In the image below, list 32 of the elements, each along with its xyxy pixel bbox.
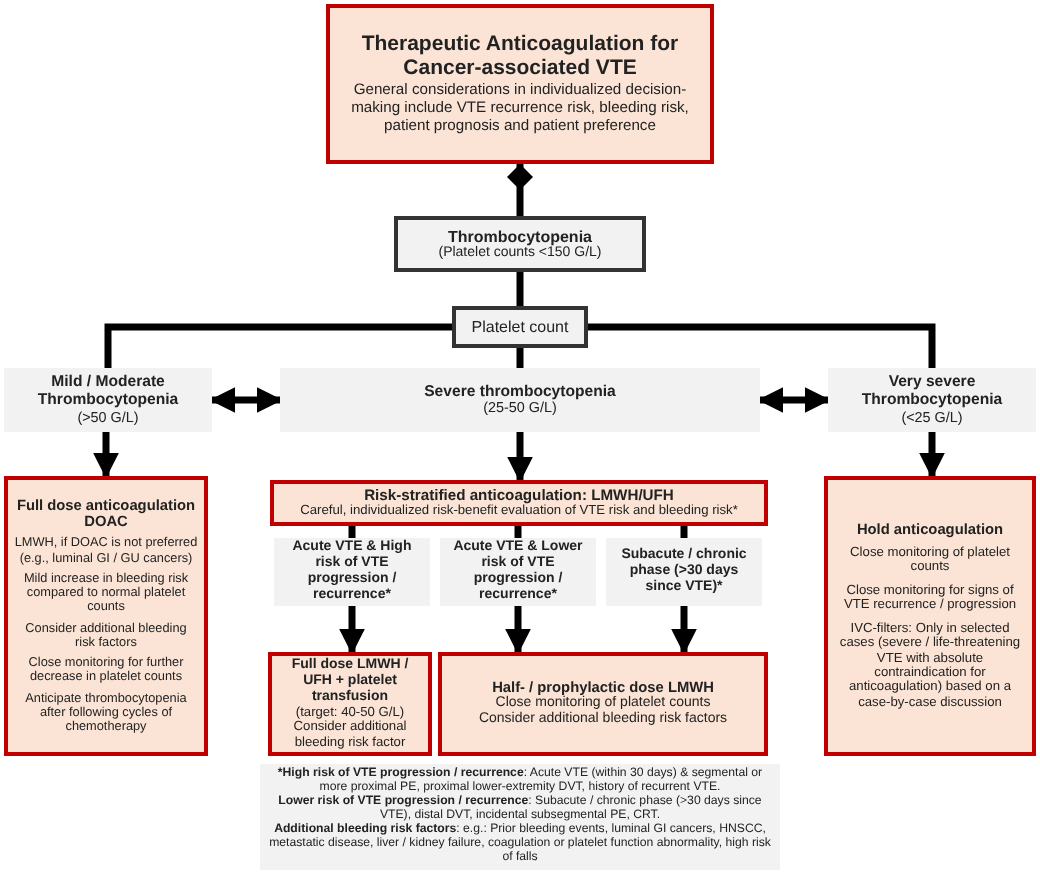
recommendation-box — [438, 652, 768, 756]
category-box — [280, 368, 760, 432]
recommendation-box — [270, 480, 768, 526]
recommendation-box — [824, 476, 1036, 756]
category-box — [4, 368, 212, 432]
arrow — [339, 606, 365, 655]
condition-box — [274, 538, 430, 606]
recommendation-box — [268, 652, 432, 756]
condition-box — [606, 538, 762, 606]
box-title: Platelet count — [471, 317, 569, 337]
arrow — [507, 432, 533, 483]
arrow — [919, 432, 945, 479]
process-box — [394, 216, 646, 272]
box-title: Therapeutic Anticoagulation for Cancer-associated VTE — [359, 33, 681, 81]
arrow — [93, 432, 119, 479]
connector-line — [516, 272, 524, 306]
box-title: Thrombocytopenia — [447, 227, 592, 246]
header-box — [326, 4, 714, 164]
connector-line — [516, 348, 524, 368]
double-arrow — [209, 387, 283, 413]
connector-line — [104, 323, 452, 368]
process-box — [452, 306, 588, 348]
connector-line — [588, 323, 936, 368]
connector-line — [514, 526, 522, 538]
connector-line — [348, 526, 356, 538]
arrow — [671, 606, 697, 655]
condition-box — [440, 538, 596, 606]
recommendation-box — [4, 476, 208, 756]
double-arrow — [757, 387, 831, 413]
arrow — [505, 606, 531, 655]
category-box — [828, 368, 1036, 432]
connector-line — [680, 526, 688, 538]
